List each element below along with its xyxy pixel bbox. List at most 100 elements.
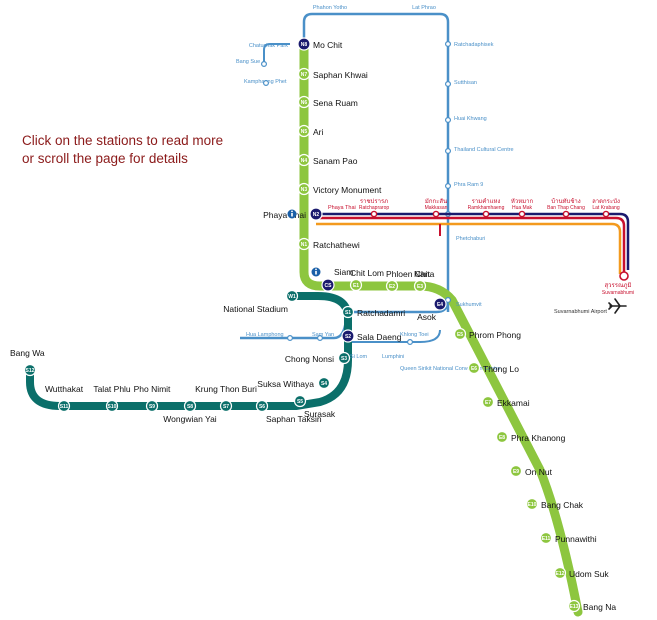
arl-thai-label[interactable]: มักกะสัน bbox=[425, 198, 447, 205]
station-marker[interactable] bbox=[23, 363, 37, 377]
mrt-station-label[interactable]: Sam Yan bbox=[312, 332, 334, 338]
arl-en-label[interactable]: Makkasan bbox=[425, 205, 448, 211]
mrt-stop-marker[interactable] bbox=[287, 335, 294, 342]
mrt-station-label[interactable]: Queen Sirikit National Convention Centre bbox=[400, 366, 501, 372]
arl-en-label[interactable]: Lat Krabang bbox=[592, 205, 619, 211]
station-marker[interactable] bbox=[297, 237, 311, 251]
station-marker[interactable] bbox=[509, 464, 523, 478]
arl-phaya-thai-label[interactable]: Phaya Thai bbox=[328, 205, 356, 211]
station-name[interactable]: Ari bbox=[313, 127, 324, 137]
station-marker[interactable] bbox=[57, 399, 71, 413]
station-name[interactable]: Victory Monument bbox=[313, 185, 382, 195]
mrt-station-label[interactable]: Thailand Cultural Centre bbox=[454, 147, 514, 153]
station-marker[interactable] bbox=[341, 305, 355, 319]
station-name[interactable]: National Stadium bbox=[223, 304, 288, 314]
airport-label[interactable]: Suvarnabhumi Airport bbox=[554, 309, 607, 315]
station-marker[interactable] bbox=[145, 399, 159, 413]
station-marker[interactable] bbox=[297, 124, 311, 138]
station-name[interactable]: On Nut bbox=[525, 467, 553, 477]
station-name[interactable]: Phra Khanong bbox=[511, 433, 566, 443]
info-icon[interactable] bbox=[311, 267, 321, 277]
station-name[interactable]: Chit Lom bbox=[350, 268, 384, 278]
station-name[interactable]: Ratchathewi bbox=[313, 240, 360, 250]
mrt-station-label[interactable]: Phahon Yotho bbox=[313, 5, 347, 11]
station-marker[interactable] bbox=[297, 95, 311, 109]
arl-terminal-marker[interactable] bbox=[619, 271, 629, 281]
station-name[interactable]: Sala Daeng bbox=[357, 332, 402, 342]
mrt-stop-marker[interactable] bbox=[317, 335, 324, 342]
station-marker[interactable] bbox=[321, 278, 335, 292]
station-marker[interactable] bbox=[285, 289, 299, 303]
mrt-station-label[interactable]: Hua Lamphong bbox=[246, 332, 284, 338]
station-name[interactable]: Bang Wa bbox=[10, 348, 45, 358]
arl-stop-marker[interactable] bbox=[370, 210, 378, 218]
arl-en-label[interactable]: Hua Mak bbox=[512, 205, 533, 211]
station-marker[interactable] bbox=[495, 430, 509, 444]
mrt-station-label[interactable]: Chatuchak Park bbox=[249, 43, 288, 49]
station-marker[interactable] bbox=[297, 153, 311, 167]
station-name[interactable]: Punnawithi bbox=[555, 534, 597, 544]
station-marker[interactable] bbox=[413, 279, 427, 293]
station-name[interactable]: Nana bbox=[414, 269, 435, 279]
arl-thai-label[interactable]: หัวหมาก bbox=[511, 198, 534, 205]
station-name[interactable]: Pho Nimit bbox=[134, 384, 171, 394]
mrt-station-label[interactable]: Khlong Toei bbox=[400, 332, 429, 338]
station-marker[interactable] bbox=[219, 399, 233, 413]
station-name[interactable]: Ratchadamri bbox=[357, 308, 405, 318]
station-name[interactable]: Bang Na bbox=[583, 602, 616, 612]
station-marker[interactable] bbox=[553, 566, 567, 580]
mrt-station-label[interactable]: Huai Khwang bbox=[454, 116, 487, 122]
mrt-stop-marker[interactable] bbox=[445, 183, 452, 190]
station-name[interactable]: Mo Chit bbox=[313, 40, 343, 50]
station-name[interactable]: Phrom Phong bbox=[469, 330, 521, 340]
mrt-station-label[interactable]: Sukhumvit bbox=[456, 302, 482, 308]
mrt-station-label[interactable]: Ratchadaphisek bbox=[454, 42, 494, 48]
mrt-stop-marker[interactable] bbox=[445, 297, 452, 304]
station-name[interactable]: Surasak bbox=[304, 409, 336, 419]
arl-stop-marker[interactable] bbox=[432, 210, 440, 218]
station-name[interactable]: Sena Ruam bbox=[313, 98, 358, 108]
station-marker[interactable] bbox=[183, 399, 197, 413]
arl-thai-label[interactable]: ลาดกระบัง bbox=[592, 198, 620, 205]
station-marker[interactable] bbox=[309, 207, 323, 221]
station-name[interactable]: Saphan Khwai bbox=[313, 70, 368, 80]
mrt-stop-marker[interactable] bbox=[407, 339, 414, 346]
station-marker[interactable] bbox=[255, 399, 269, 413]
info-icon[interactable] bbox=[287, 209, 297, 219]
mrt-stop-marker[interactable] bbox=[445, 40, 452, 47]
station-name[interactable]: Ekkamai bbox=[497, 398, 530, 408]
arl-thai-label[interactable]: รามคำแหง bbox=[472, 198, 501, 205]
station-name[interactable]: Saphan Taksin bbox=[266, 414, 322, 424]
station-marker[interactable] bbox=[297, 182, 311, 196]
mrt-station-label[interactable]: Phetchaburi bbox=[456, 236, 485, 242]
arl-stop-marker[interactable] bbox=[518, 210, 526, 218]
station-marker[interactable] bbox=[105, 399, 119, 413]
arl-thai-label[interactable]: สุวรรณภูมิ bbox=[605, 282, 632, 289]
station-marker[interactable] bbox=[349, 278, 363, 292]
station-marker[interactable] bbox=[337, 351, 351, 365]
station-name[interactable]: Wongwian Yai bbox=[163, 414, 217, 424]
